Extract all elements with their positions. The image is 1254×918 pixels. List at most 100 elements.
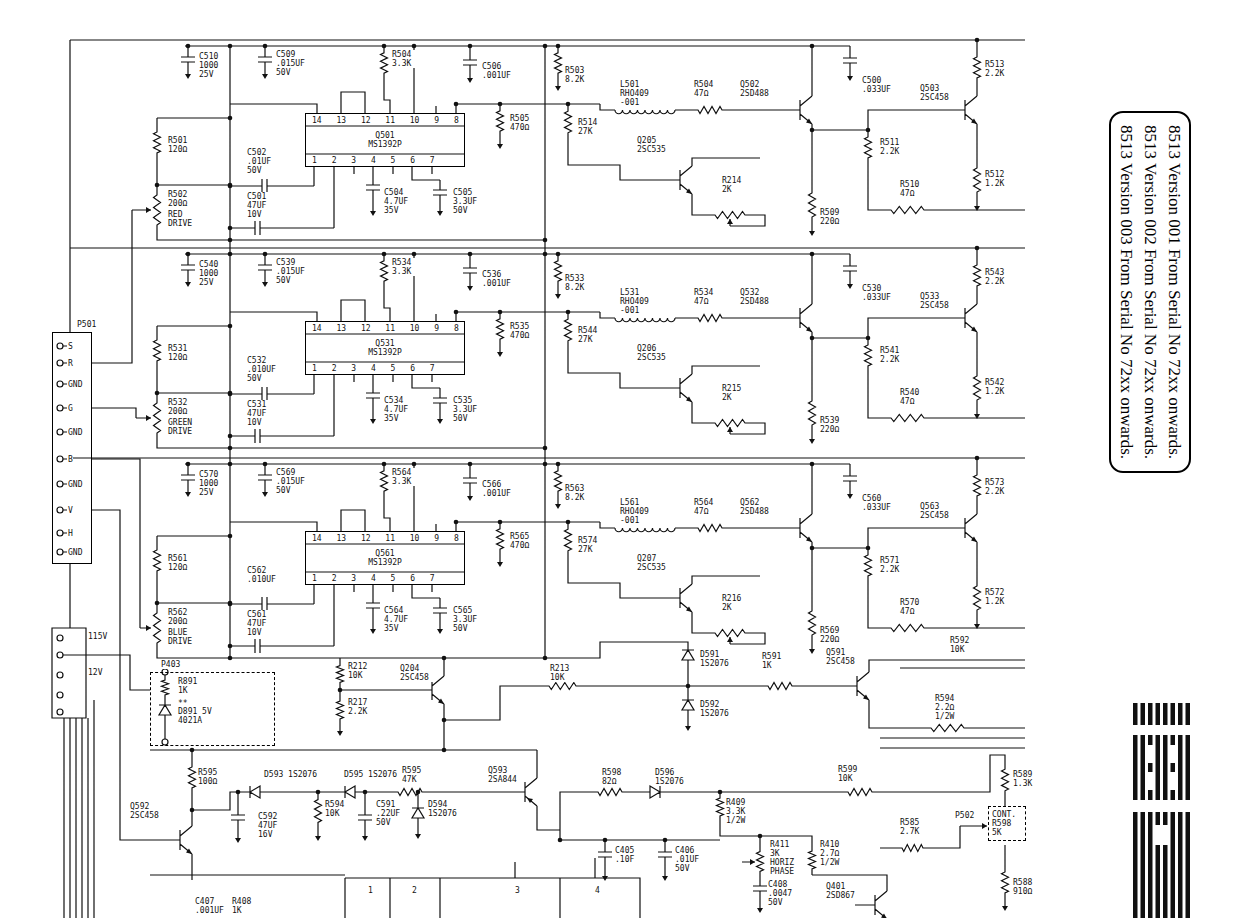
junction-dot: [228, 434, 233, 439]
junction-dot: [228, 183, 233, 188]
node-text: 8513 Version 002 From Serial No 72xx onw…: [1138, 125, 1162, 459]
component-label: Q204 2SC458: [400, 664, 434, 682]
junction-dot: [442, 748, 447, 753]
junction-dot: [228, 44, 233, 49]
component-label: R533 8.2K: [565, 274, 593, 292]
junction-dot: [866, 546, 871, 551]
component-label: Q206 2SC535: [637, 344, 671, 362]
junction-dot: [975, 38, 980, 43]
junction-dot: [556, 252, 561, 257]
component-label: R512 1.2K: [985, 170, 1013, 188]
component-label: R589 1.3K: [1013, 770, 1041, 788]
node-text: Q531 MS1392P: [363, 339, 408, 357]
component-label: RED DRIVE: [168, 210, 198, 228]
component-label: R543 2.2K: [985, 268, 1013, 286]
component-label: R534 3.3K: [392, 258, 420, 276]
component-label: GREEN DRIVE: [168, 418, 198, 436]
junction-dot: [556, 44, 561, 49]
component-label: R891 1K: [178, 677, 206, 695]
component-label: Q592 2SC458: [130, 802, 164, 820]
junction-dot: [498, 102, 503, 107]
component-label: R564 47Ω: [694, 498, 722, 516]
connector-box: P502CONT. R598 5K: [988, 806, 1026, 841]
junction-dot: [810, 252, 815, 257]
component-label: R574 27K: [578, 536, 606, 554]
junction-dot: [363, 790, 368, 795]
component-label: BLUE DRIVE: [168, 628, 198, 646]
component-label: C505 3.3UF 50V: [453, 188, 483, 215]
component-label: D591 1S2076: [700, 650, 734, 668]
component-label: GND: [68, 480, 82, 489]
junction-dot: [866, 128, 871, 133]
junction-dot: [566, 520, 571, 525]
terminal: [57, 360, 63, 366]
junction-dot: [263, 44, 268, 49]
junction-dot: [228, 462, 233, 467]
pin-numbers: 14 13 12 11 10 9 8: [312, 116, 459, 125]
component-label: L501 RHO409 -001: [620, 80, 654, 107]
junction-dot: [543, 238, 548, 243]
component-label: R504 47Ω: [694, 80, 722, 98]
component-label: R410 2.7Ω 1/2W: [820, 840, 850, 867]
component-label: Q503 2SC458: [920, 84, 954, 102]
component-label: Q205 2SC535: [637, 136, 671, 154]
symbol-fill: [185, 492, 980, 654]
pin-numbers: 1 2 3 4 5 6 7: [312, 574, 435, 583]
component-label: R215 2K: [722, 384, 750, 402]
terminal: [57, 549, 63, 555]
terminal: [57, 343, 63, 349]
component-label: Q563 2SC458: [920, 502, 954, 520]
symbol-fill: [185, 74, 980, 236]
component-label: R408 1K: [232, 897, 260, 915]
component-label: R510 47Ω: [900, 180, 928, 198]
node-text: Q501 MS1392P: [363, 131, 408, 149]
component-label: R514 27K: [578, 118, 606, 136]
junction-dot: [663, 838, 668, 843]
part-title: P403: [161, 660, 180, 669]
component-label: R411 3K HORIZ PHASE: [770, 840, 800, 876]
junction-dot: [228, 324, 233, 329]
junction-dot: [228, 184, 233, 189]
junction-dot: [566, 310, 571, 315]
component-label: C540 1000 25V: [199, 260, 229, 287]
terminal: [57, 381, 63, 387]
component-label: R542 1.2K: [985, 378, 1013, 396]
junction-dot: [498, 310, 503, 315]
component-label: Q502 2SD488: [740, 80, 774, 98]
wire: [52, 40, 1025, 918]
component-label: D596 1S2076: [655, 768, 689, 786]
component-label: C504 4.7UF 35V: [384, 188, 414, 215]
junction-dot: [603, 838, 608, 843]
component-label: Q401 2SD867: [826, 882, 860, 900]
junction-dot: [228, 392, 233, 397]
component-label: R504 3.3K: [392, 50, 420, 68]
component-label: C408 .0047 50V: [768, 880, 798, 907]
junction-dot: [454, 310, 459, 315]
component-label: R535 470Ω: [510, 322, 538, 340]
terminal: [57, 481, 63, 487]
terminal: [57, 530, 63, 536]
component-label: C562 .010UF: [247, 566, 277, 584]
junction-dot: [810, 44, 815, 49]
component-label: C406 .01UF 50V: [675, 846, 705, 873]
component-label: C570 1000 25V: [199, 470, 229, 497]
junction-dot: [543, 252, 548, 257]
component-label: C592 47UF 16V: [258, 812, 288, 839]
component-label: D595 1S2076: [344, 770, 397, 779]
component-label: C536 .001UF: [482, 270, 516, 288]
junction-dot: [866, 336, 871, 341]
component-label: R599 10K: [838, 765, 866, 783]
component-label: Q593 2SA844: [488, 766, 522, 784]
wiring-group: [70, 456, 1025, 661]
component-label: V: [68, 506, 73, 515]
component-label: C530 .033UF: [862, 284, 896, 302]
junction-dot: [975, 456, 980, 461]
node-text: Q561 MS1392P: [363, 549, 408, 567]
component-label: C531 47UF 10V: [247, 400, 277, 427]
component-label: D593 1S2076: [264, 770, 317, 779]
component-label: L561 RHO409 -001: [620, 498, 654, 525]
junction-dot: [228, 252, 233, 257]
part-title: P501: [77, 320, 96, 329]
junction-dot: [454, 102, 459, 107]
